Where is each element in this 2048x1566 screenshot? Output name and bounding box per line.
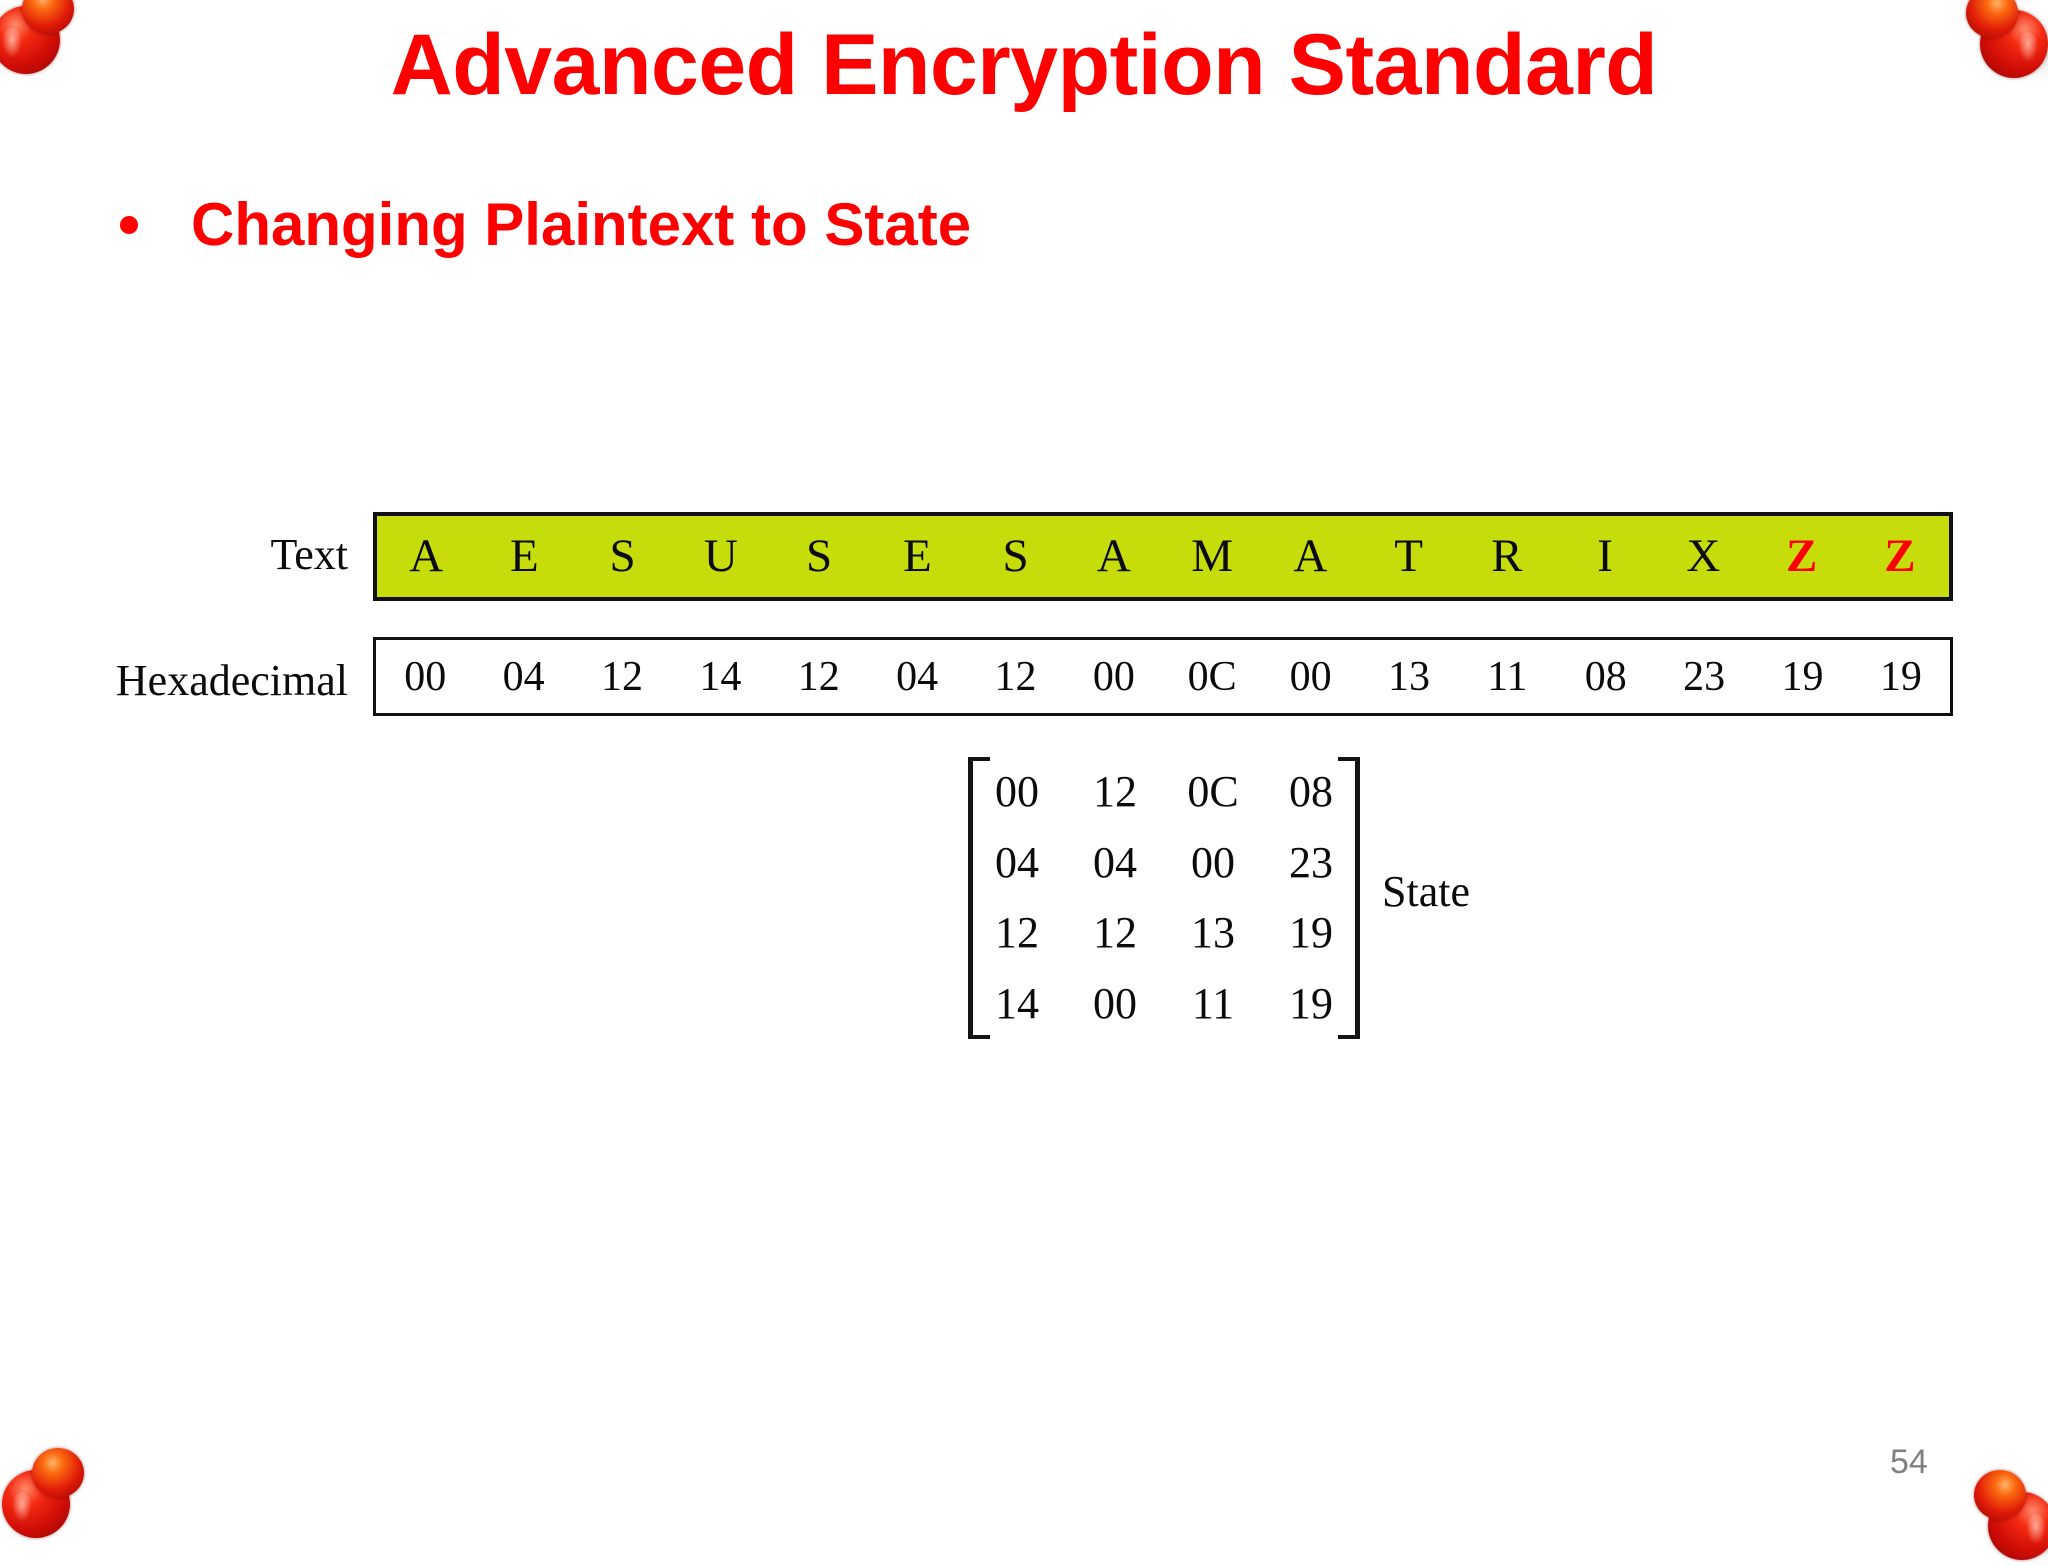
hexadecimal-cell: 19	[1879, 653, 1922, 700]
hexadecimal-row-label: Hexadecimal	[115, 656, 348, 705]
state-matrix-grid: 00 12 0C 08 04 04 00 23 12 12 13 19 14 00 11 19	[968, 757, 1360, 1039]
hexadecimal-cell: 08	[1584, 653, 1627, 700]
state-matrix-cell: 19	[1289, 978, 1333, 1028]
hexadecimal-cell: 12	[600, 653, 643, 700]
plaintext-cell: U	[703, 530, 738, 582]
state-matrix-cell: 12	[1093, 908, 1137, 958]
state-matrix-cell: 23	[1289, 837, 1333, 887]
state-matrix-cell: 08	[1289, 767, 1333, 817]
hexadecimal-cell: 0C	[1187, 653, 1237, 700]
hexadecimal-cell: 04	[896, 653, 939, 700]
plaintext-cell: S	[1002, 530, 1029, 582]
plaintext-cell: T	[1394, 530, 1423, 582]
state-matrix: 00 12 0C 08 04 04 00 23 12 12 13 19 14 00 11 19	[968, 757, 1360, 1039]
plaintext-cell: S	[806, 530, 833, 582]
state-matrix-caption: State	[1382, 867, 1470, 916]
state-matrix-cell: 04	[995, 837, 1039, 887]
state-matrix-cell: 19	[1289, 908, 1333, 958]
bullet-item: Changing Plaintext to State	[120, 190, 971, 259]
state-matrix-cell: 04	[1093, 837, 1137, 887]
plaintext-cell: E	[903, 530, 932, 582]
state-matrix-cell: 12	[995, 908, 1039, 958]
plaintext-cell: Z	[1884, 530, 1916, 582]
plaintext-cell: I	[1597, 530, 1613, 582]
plaintext-cell: S	[609, 530, 636, 582]
state-matrix-cell: 12	[1093, 767, 1137, 817]
state-matrix-cell: 11	[1191, 978, 1235, 1028]
bullet-dot-icon	[120, 215, 138, 234]
hexadecimal-cell: 11	[1487, 653, 1528, 700]
hexadecimal-cell: 00	[404, 653, 447, 700]
hexadecimal-cell: 23	[1683, 653, 1726, 700]
plaintext-cell: R	[1491, 530, 1523, 582]
hexadecimal-cell: 04	[502, 653, 545, 700]
hexadecimal-cell: 00	[1092, 653, 1135, 700]
matrix-right-bracket-icon	[1338, 757, 1360, 1039]
plaintext-cell: A	[1293, 530, 1328, 582]
plaintext-cell: X	[1686, 530, 1721, 582]
state-matrix-cell: 0C	[1187, 767, 1239, 817]
state-matrix-cell: 00	[995, 767, 1039, 817]
page-number: 54	[1890, 1443, 1928, 1481]
bullet-item-label: Changing Plaintext to State	[191, 191, 972, 258]
plaintext-cell: E	[510, 530, 539, 582]
matrix-left-bracket-icon	[968, 757, 990, 1039]
hexadecimal-cell: 14	[699, 653, 742, 700]
state-matrix-cell: 14	[995, 978, 1039, 1028]
text-row-label: Text	[270, 530, 348, 579]
slide-title: Advanced Encryption Standard	[390, 17, 1658, 113]
state-matrix-cell: 00	[1093, 978, 1137, 1028]
hexadecimal-value-strip: 00 04 12 14 12 04 12 00 0C 00 13 11 08 23 19 19	[373, 637, 1953, 716]
hexadecimal-cell: 19	[1781, 653, 1824, 700]
hexadecimal-cell: 00	[1289, 653, 1332, 700]
hexadecimal-cell: 12	[797, 653, 840, 700]
plaintext-cell: A	[409, 530, 444, 582]
hexadecimal-cell: 12	[994, 653, 1037, 700]
plaintext-cell: M	[1191, 530, 1234, 582]
hexadecimal-cell: 13	[1387, 653, 1430, 700]
state-matrix-cell: 13	[1191, 908, 1235, 958]
plaintext-cell: Z	[1785, 530, 1818, 582]
plaintext-cell: A	[1096, 530, 1131, 582]
state-matrix-cell: 00	[1191, 837, 1235, 887]
